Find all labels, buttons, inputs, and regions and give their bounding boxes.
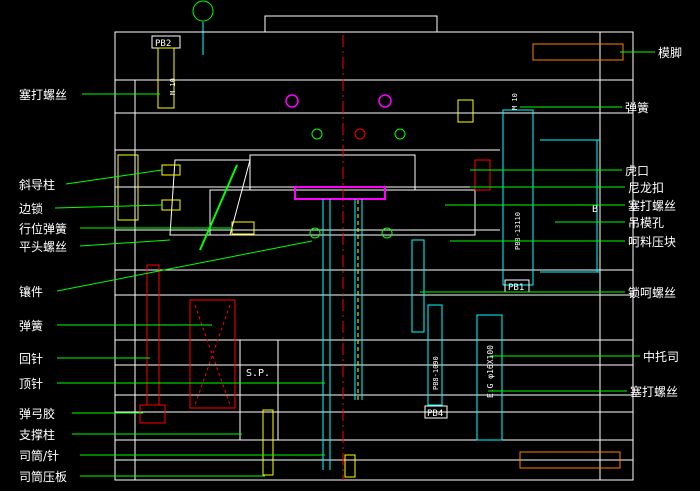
leader-lines-right bbox=[420, 51, 655, 392]
plate-lines bbox=[115, 79, 633, 461]
m10-left-tag: M 10 bbox=[169, 78, 177, 95]
pb4-box bbox=[424, 405, 448, 419]
label-support-pillar: 支撑柱 bbox=[19, 427, 55, 442]
m10-right-tag: M 10 bbox=[511, 93, 519, 110]
label-guide-bush: 中托司 bbox=[643, 349, 679, 364]
leader-lines-left bbox=[54, 93, 325, 477]
label-tiger-mouth: 虎口 bbox=[625, 164, 649, 178]
eg-tag: E.G φ16X100 bbox=[486, 345, 495, 398]
pb1-tag: PB1 bbox=[508, 283, 524, 293]
set-screw-right-top bbox=[457, 99, 474, 123]
cavity-block bbox=[249, 154, 416, 191]
support-pillar bbox=[239, 339, 279, 441]
pb4-tag: PB4 bbox=[427, 409, 443, 419]
label-set-screw-top: 塞打螺丝 bbox=[19, 87, 67, 102]
label-slide-spring: 行位弹簧 bbox=[19, 221, 67, 236]
sp-tag: S.P. bbox=[246, 368, 270, 379]
labels-left: 塞打螺丝 斜导柱 边锁 行位弹簧 平头螺丝 镶件 弹簧 回针 顶针 弹弓胶 支撑… bbox=[19, 87, 67, 484]
label-angle-pin: 斜导柱 bbox=[19, 177, 55, 192]
label-return-pin: 回针 bbox=[19, 351, 43, 366]
sleeve-bottom-2 bbox=[344, 454, 356, 478]
pb2-tag: PB2 bbox=[155, 39, 171, 49]
label-sleeve-plate: 司筒压板 bbox=[19, 469, 67, 484]
mold-outline bbox=[114, 31, 634, 481]
label-clamp-block: 呵料压块 bbox=[628, 235, 676, 249]
runner-magenta bbox=[294, 186, 386, 200]
guide-hole-magenta-2 bbox=[378, 94, 392, 108]
sleeve-bottom bbox=[262, 409, 274, 476]
label-spring-left: 弹簧 bbox=[19, 318, 43, 333]
side-lock bbox=[117, 154, 139, 221]
label-flat-head-screw: 平头螺丝 bbox=[19, 240, 67, 254]
spring-box-left bbox=[189, 299, 236, 409]
lock-screw bbox=[411, 239, 425, 333]
nylon-buckle bbox=[474, 159, 491, 191]
top-sprue-circle bbox=[192, 0, 214, 22]
eg-guide-bush bbox=[476, 314, 503, 441]
mold-foot-screw-bottom bbox=[519, 451, 621, 469]
label-set-screw-bottom: 塞打螺丝 bbox=[630, 384, 678, 399]
set-screw-top-body bbox=[157, 47, 175, 109]
rubber-block bbox=[139, 404, 166, 424]
right-spring-body bbox=[502, 109, 534, 286]
dim-b-tag: B bbox=[592, 204, 598, 215]
mold-foot-screw-top bbox=[532, 43, 624, 61]
label-insert: 镶件 bbox=[19, 284, 43, 299]
label-lifting-hole: 吊模孔 bbox=[628, 216, 664, 230]
pb8-1090-tag: PB8-1090 bbox=[432, 356, 440, 390]
pb8-13110-tag: PB8-13110 bbox=[514, 212, 522, 250]
screw-holes bbox=[309, 128, 406, 239]
return-pin bbox=[146, 264, 160, 406]
label-mold-foot: 模脚 bbox=[658, 45, 682, 60]
guide-hole-magenta-1 bbox=[285, 94, 299, 108]
slide-spring-box bbox=[231, 221, 255, 235]
angle-pin bbox=[161, 159, 251, 251]
label-side-lock: 边锁 bbox=[19, 201, 43, 216]
label-set-screw-right: 塞打螺丝 bbox=[628, 198, 676, 213]
label-ejector-pin: 顶针 bbox=[19, 376, 43, 391]
top-plate bbox=[264, 15, 438, 33]
label-sleeve-pin: 司筒/针 bbox=[19, 448, 59, 463]
pb8-1090-body bbox=[427, 304, 443, 406]
labels-right: 模脚 弹簧 虎口 尼龙扣 塞打螺丝 吊模孔 呵料压块 锁呵螺丝 中托司 塞打螺丝 bbox=[625, 45, 682, 399]
label-spring-right: 弹簧 bbox=[625, 100, 649, 115]
ejector-pins bbox=[322, 199, 363, 470]
label-lock-screw: 锁呵螺丝 bbox=[628, 285, 676, 300]
label-rubber: 弹弓胶 bbox=[19, 406, 55, 421]
label-nylon-buckle: 尼龙扣 bbox=[628, 181, 664, 195]
